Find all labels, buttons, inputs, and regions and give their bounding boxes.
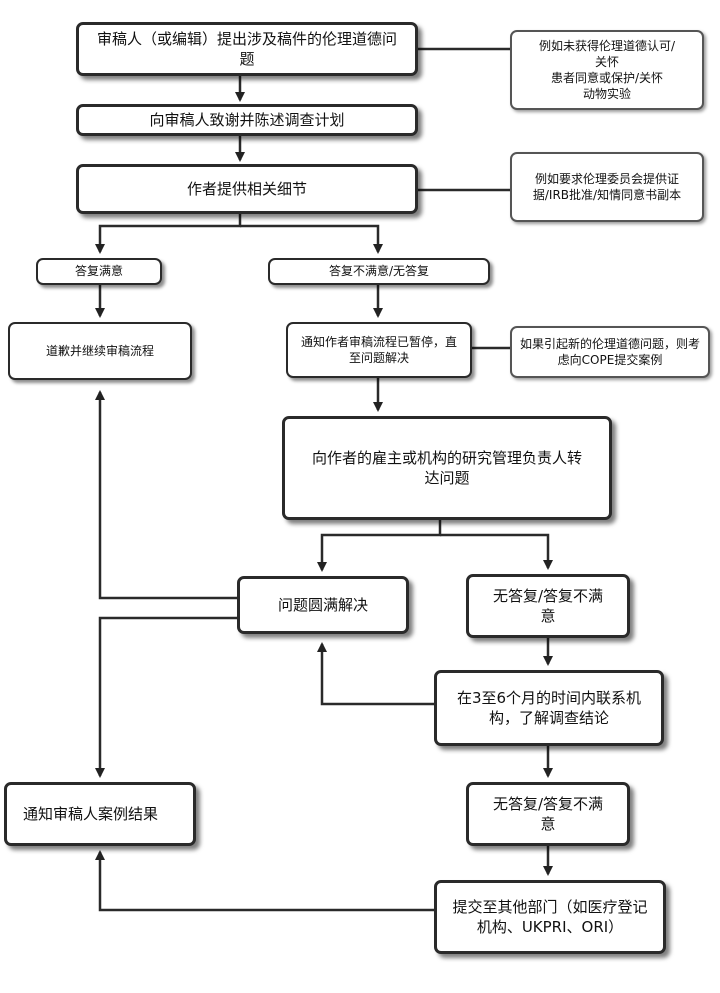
node-submit-other: 提交至其他部门（如医疗登记机构、UKPRI、ORI） [434, 880, 666, 954]
split-top-right [240, 224, 383, 254]
split-mid-right [440, 533, 553, 570]
node-reply-satisfied: 答复满意 [36, 258, 162, 285]
node-no-reply-1: 无答复/答复不满意 [466, 574, 630, 638]
split-top [95, 214, 242, 254]
note-evidence-request: 例如要求伦理委员会提供证据/IRB批准/知情同意书副本 [510, 152, 704, 222]
note-cope-case: 如果引起新的伦理道德问题，则考虑向COPE提交案例 [510, 326, 710, 378]
submit-to-notify [95, 850, 434, 912]
node-forward-employer: 向作者的雇主或机构的研究管理负责人转达问题 [282, 416, 612, 520]
split-mid [317, 520, 442, 572]
node-thank-reviewer: 向审稿人致谢并陈述调查计划 [76, 104, 418, 136]
contact-to-resolved [317, 642, 434, 706]
node-contact-institution: 在3至6个月的时间内联系机构，了解调查结论 [434, 670, 664, 746]
resolved-to-notify [95, 616, 237, 778]
node-apologize-continue: 道歉并继续审稿流程 [8, 322, 192, 380]
node-resolved: 问题圆满解决 [237, 576, 409, 634]
note-ethics-examples: 例如未获得伦理道德认可/ 关怀 患者同意或保护/关怀 动物实验 [510, 30, 704, 110]
node-notify-reviewer-result: 通知审稿人案例结果 [4, 782, 196, 846]
node-no-reply-2: 无答复/答复不满意 [466, 782, 630, 846]
resolved-to-apologize [95, 390, 237, 600]
node-reply-unsatisfied: 答复不满意/无答复 [268, 258, 490, 285]
node-author-details: 作者提供相关细节 [76, 164, 418, 214]
node-reviewer-raises: 审稿人（或编辑）提出涉及稿件的伦理道德问题 [76, 22, 418, 76]
node-notify-paused: 通知作者审稿流程已暂停，直至问题解决 [286, 322, 472, 378]
